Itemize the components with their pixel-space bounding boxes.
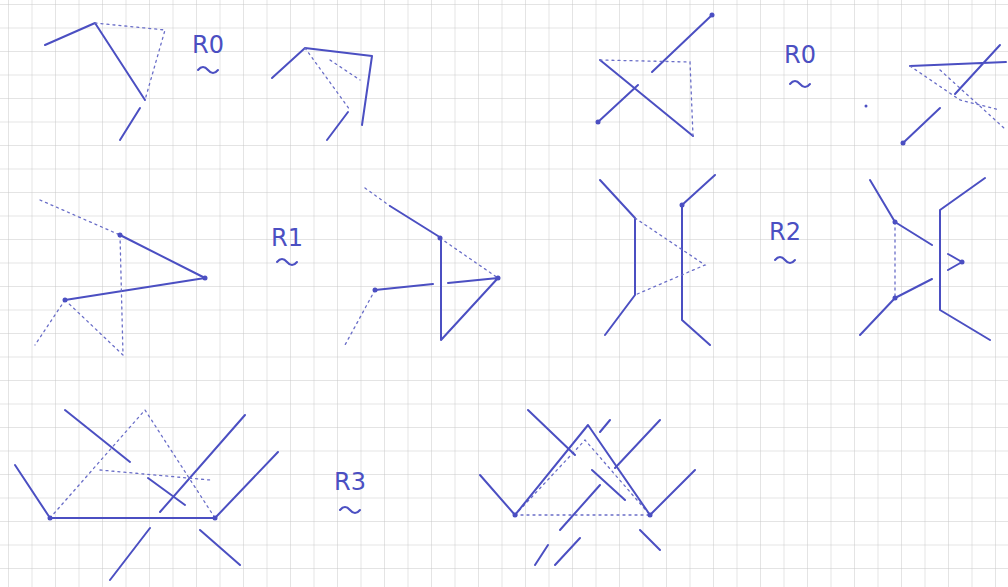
move-label: R1 [271, 224, 303, 252]
r3-left [15, 410, 278, 580]
move-label: R0 [192, 31, 224, 59]
r0-right-b [865, 45, 1007, 146]
move-label: R0 [784, 41, 816, 69]
equivalence-tildes [198, 67, 810, 513]
r1-left [35, 200, 208, 355]
r2-left [600, 175, 715, 345]
move-label-box: R3 [334, 468, 366, 496]
move-label: R2 [769, 218, 801, 246]
move-label-box: R0 [192, 31, 224, 59]
r3-right [480, 410, 695, 565]
r1-right [345, 188, 501, 345]
r2-right [860, 178, 990, 340]
move-label: R3 [334, 468, 366, 496]
move-label-box: R0 [784, 41, 816, 69]
r0-left-b [596, 13, 715, 137]
move-label-box: R1 [271, 224, 303, 252]
move-label-box: R2 [769, 218, 801, 246]
r0-left-a [45, 23, 165, 140]
r0-right-a [272, 48, 372, 140]
